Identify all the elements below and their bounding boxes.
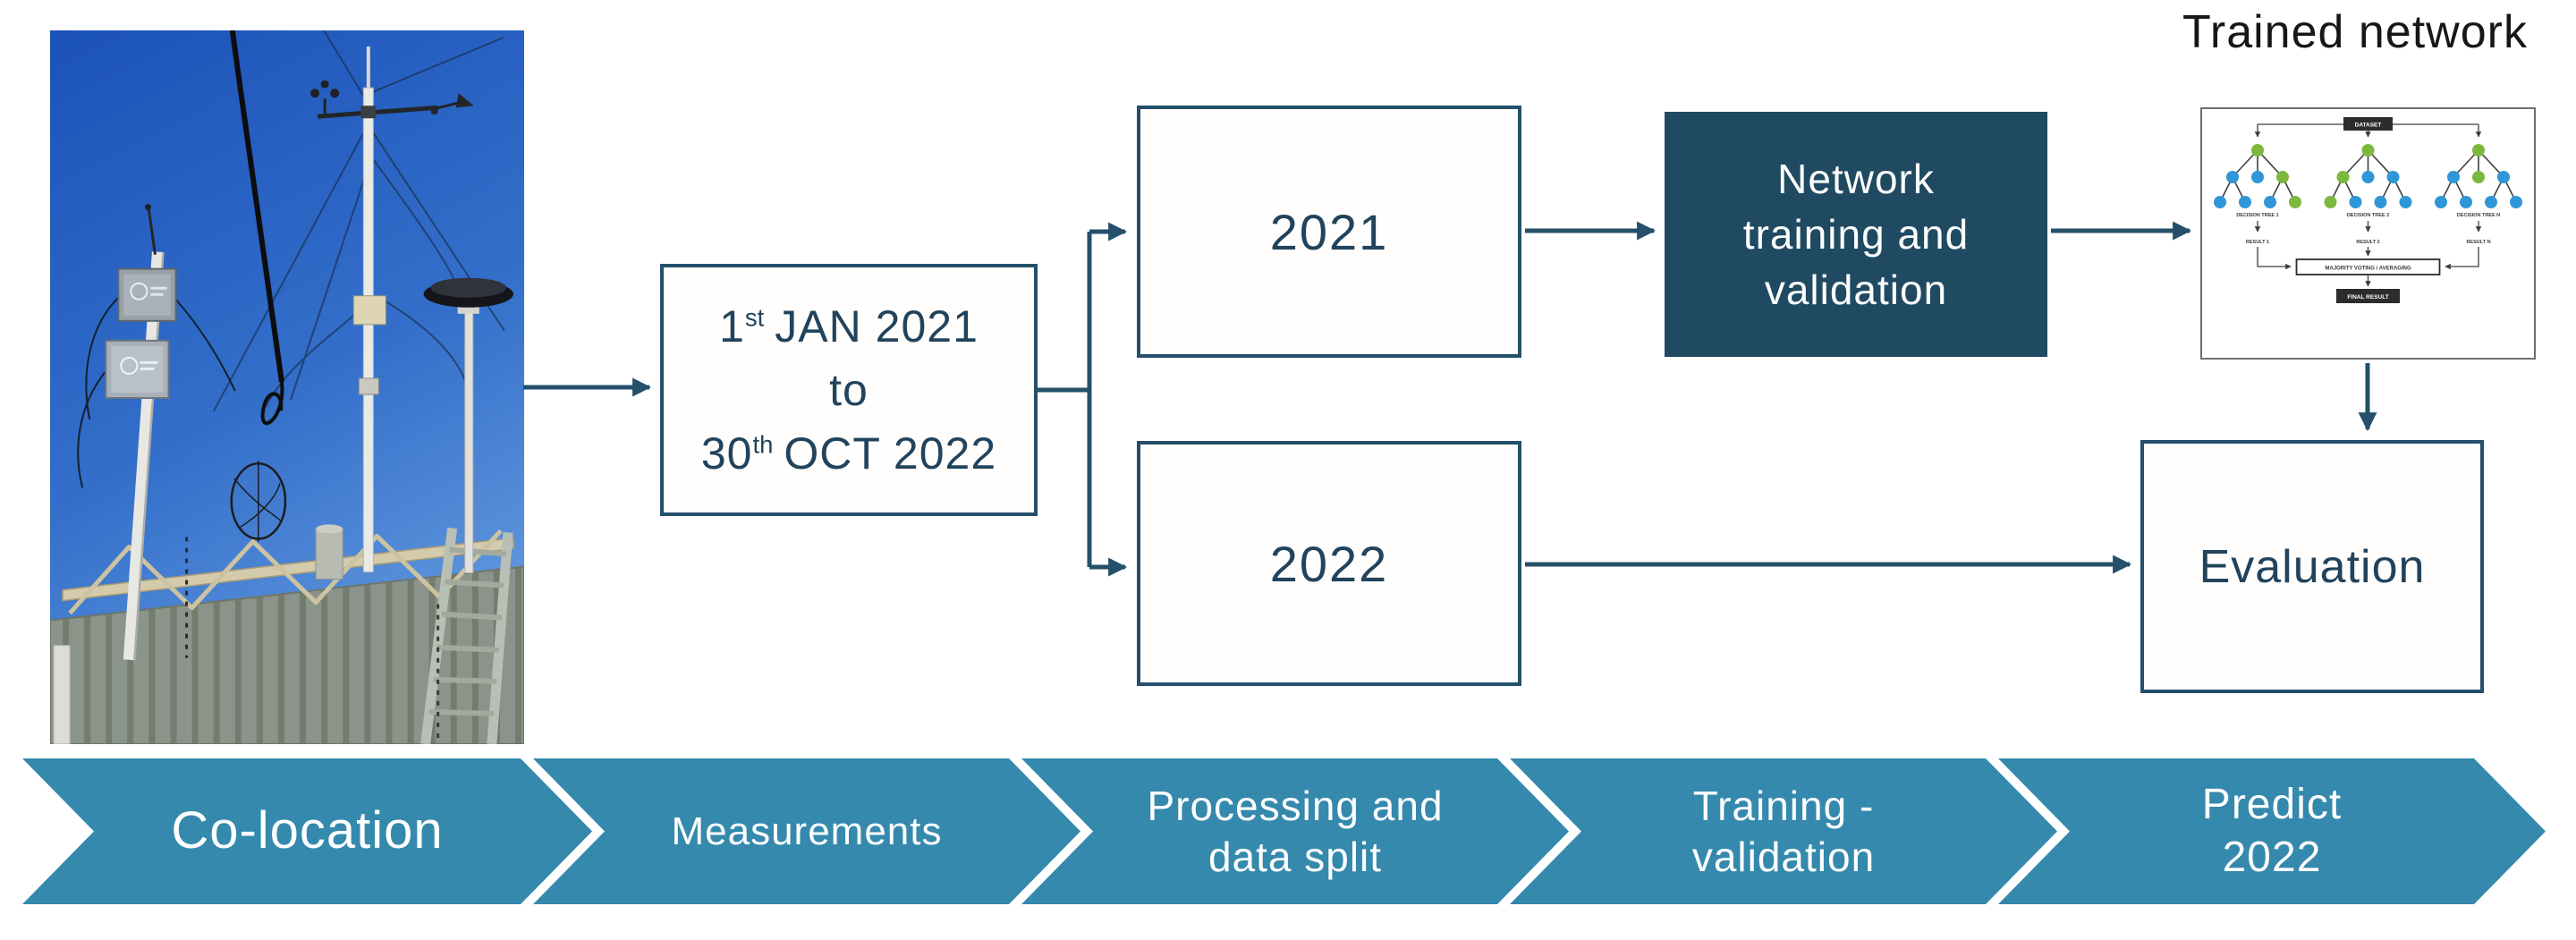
chevron-step-label: validation [1691, 833, 1876, 880]
result-label-2: RESULT 2 [2356, 240, 2379, 245]
met-mast [310, 47, 474, 573]
decision-tree-1 [2214, 144, 2301, 208]
voting-connectors [2257, 247, 2479, 270]
ladder [420, 527, 513, 744]
voting-label: MAJORITY VOTING / AVERAGING [2325, 267, 2411, 272]
network-training-line-2: training and [1742, 210, 1970, 258]
split-2022-box: 2022 [1137, 441, 1521, 686]
random-forest-figure: DATASET DECISION TREE [2200, 107, 2536, 360]
network-training-line-3: validation [1764, 267, 1948, 314]
result-arrows [2254, 221, 2482, 233]
decision-tree-2 [2324, 144, 2412, 208]
power-cable [229, 30, 284, 383]
chevron-step-processing: Processing and data split [1021, 758, 1569, 904]
chevron-step-label: Co-location [171, 801, 444, 860]
final-result-label: FINAL RESULT [2347, 294, 2388, 301]
sensor-box-lower [105, 339, 170, 400]
building-wall [50, 565, 524, 744]
result-label-n: RESULT N [2466, 240, 2490, 245]
ordinal-suffix: st [744, 302, 765, 331]
colocation-site-photo [50, 30, 524, 744]
trained-network-title: Trained network [2182, 6, 2528, 58]
network-training-line-1: Network [1777, 155, 1935, 202]
chevron-step-label: Measurements [671, 809, 943, 853]
chevron-step-predict-2022: Predict 2022 [1998, 758, 2546, 904]
chevron-step-colocation: Co-location [22, 758, 592, 904]
date-range-line-2: to [829, 364, 869, 415]
chevron-step-label: 2022 [2222, 833, 2322, 881]
random-forest-art: DATASET DECISION TREE [2200, 107, 2536, 360]
wire-cage [230, 461, 287, 542]
dataset-label: DATASET [2355, 123, 2382, 129]
tree-label-1: DECISION TREE 1 [2236, 213, 2278, 218]
dataset-box [2343, 117, 2393, 131]
sensor-pole [77, 203, 236, 661]
corner-pole [53, 645, 71, 744]
colocation-photo-art [50, 30, 524, 744]
chimney [315, 524, 343, 580]
tree-label-n: DECISION TREE N [2457, 213, 2500, 218]
process-banner: Co-location Measurements Processing and … [0, 758, 2576, 904]
decision-tree-n [2435, 144, 2522, 208]
evaluation-label: Evaluation [2199, 540, 2426, 593]
sensor-box-upper [117, 267, 177, 322]
result-label-1: RESULT 1 [2246, 240, 2269, 245]
split-2022-label: 2022 [1269, 535, 1389, 592]
chevron-step-measurements: Measurements [533, 758, 1080, 904]
evaluation-box: Evaluation [2140, 440, 2484, 693]
chevron-step-label: Processing and [1147, 783, 1444, 830]
split-2021-box: 2021 [1137, 106, 1521, 358]
cable-loop [260, 381, 284, 426]
chevron-step-label: Predict [2201, 780, 2343, 828]
ordinal-suffix: th [752, 429, 774, 458]
chevron-step-label: data split [1208, 833, 1383, 880]
split-2021-label: 2021 [1269, 203, 1389, 260]
chevron-step-training-validation: Training - validation [1510, 758, 2057, 904]
gnss-antenna [423, 277, 513, 574]
chevron-step-label: Training - [1692, 783, 1875, 830]
network-training-box: Network training and validation [1665, 112, 2047, 357]
final-result-box [2336, 289, 2400, 303]
tree-label-2: DECISION TREE 2 [2347, 213, 2389, 218]
